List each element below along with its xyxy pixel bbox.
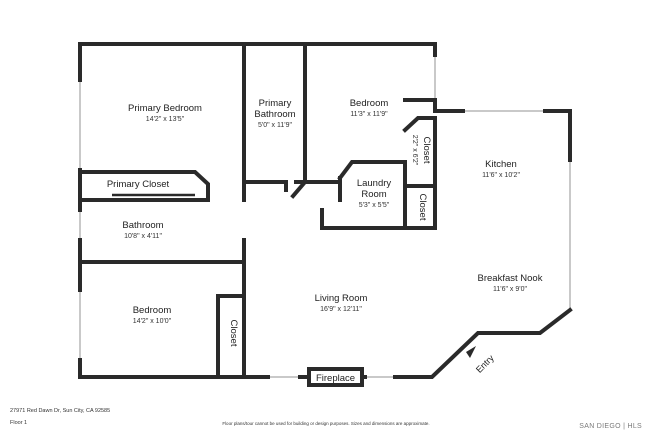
brand-logo: SAN DIEGO | HLS bbox=[579, 423, 642, 430]
room-name: Closet bbox=[417, 194, 428, 221]
room-closet-c: Closet bbox=[228, 320, 239, 347]
room-dims: 2'2" x 6'2" bbox=[411, 135, 418, 166]
room-labels: Primary Bedroom 14'2" x 13'5" Primary Ba… bbox=[107, 98, 543, 347]
room-breakfast-nook: Breakfast Nook 11'6" x 9'0" bbox=[478, 273, 543, 293]
room-dims: 11'3" x 11'9" bbox=[350, 111, 388, 118]
room-name: Kitchen bbox=[485, 159, 517, 170]
room-name: Breakfast Nook bbox=[478, 273, 543, 284]
exterior-walls bbox=[78, 42, 573, 379]
room-dims: 14'2" x 10'0" bbox=[133, 318, 172, 325]
fireplace-label: Fireplace bbox=[316, 373, 355, 384]
room-name: Primary Closet bbox=[107, 179, 170, 190]
room-name-line2: Room bbox=[361, 189, 386, 200]
room-primary-bedroom: Primary Bedroom 14'2" x 13'5" bbox=[128, 103, 202, 123]
room-name-line1: Primary bbox=[259, 98, 292, 109]
disclaimer-text: Floor plans/tour cannot be used for buil… bbox=[222, 421, 430, 426]
room-bathroom: Bathroom 10'8" x 4'11" bbox=[122, 220, 163, 240]
entry-label: Entry bbox=[474, 353, 496, 375]
room-name: Primary Bedroom bbox=[128, 103, 202, 114]
address-text: 27971 Red Dawn Dr, Sun City, CA 92585 bbox=[10, 408, 111, 414]
interior-walls bbox=[78, 42, 437, 379]
room-name: Bathroom bbox=[122, 220, 163, 231]
room-dims: 16'9" x 12'11" bbox=[320, 306, 362, 313]
room-name: Bedroom bbox=[133, 305, 172, 316]
room-laundry-room: Laundry Room 5'3" x 5'5" bbox=[357, 178, 392, 209]
room-dims: 5'0" x 11'9" bbox=[258, 122, 292, 129]
room-closet-b: Closet bbox=[417, 194, 428, 221]
room-name: Bedroom bbox=[350, 98, 389, 109]
room-name: Closet bbox=[228, 320, 239, 347]
room-dims: 10'8" x 4'11" bbox=[124, 233, 162, 240]
room-bedroom-north: Bedroom 11'3" x 11'9" bbox=[350, 98, 389, 118]
room-primary-bathroom: Primary Bathroom 5'0" x 11'9" bbox=[254, 98, 295, 129]
room-dims: 5'3" x 5'5" bbox=[359, 202, 390, 209]
room-name-line1: Laundry bbox=[357, 178, 392, 189]
room-dims: 14'2" x 13'5" bbox=[146, 116, 185, 123]
floor-label: Floor 1 bbox=[10, 420, 28, 426]
room-name: Living Room bbox=[315, 293, 368, 304]
room-name: Closet bbox=[421, 137, 432, 164]
room-dims: 11'6" x 10'2" bbox=[482, 172, 520, 179]
room-closet-a: Closet 2'2" x 6'2" bbox=[411, 135, 432, 166]
room-primary-closet: Primary Closet bbox=[107, 179, 170, 190]
room-dims: 11'6" x 9'0" bbox=[493, 286, 527, 293]
fireplace: Fireplace bbox=[307, 367, 364, 387]
entry-arrow-icon bbox=[466, 346, 476, 358]
room-kitchen: Kitchen 11'6" x 10'2" bbox=[482, 159, 520, 179]
windows bbox=[79, 55, 571, 378]
room-living-room: Living Room 16'9" x 12'11" bbox=[315, 293, 368, 313]
room-bedroom-south: Bedroom 14'2" x 10'0" bbox=[133, 305, 172, 325]
room-name-line2: Bathroom bbox=[254, 109, 295, 120]
entry-marker: Entry bbox=[466, 346, 496, 375]
